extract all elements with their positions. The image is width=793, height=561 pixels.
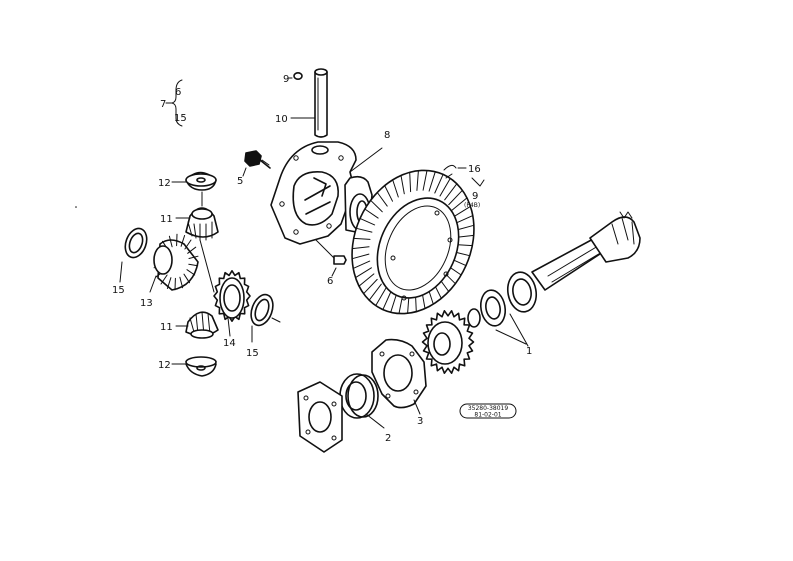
callout-8: 8 xyxy=(384,130,390,141)
callout-12-top: 12 xyxy=(158,178,171,189)
part-11-pinion-gear-bottom xyxy=(175,311,219,339)
bracket-group-7 xyxy=(165,79,183,127)
part-10-pinion-shaft xyxy=(290,68,328,138)
part-6-pin xyxy=(315,239,347,277)
callout-6-group: 6 xyxy=(175,87,181,98)
callout-labels: 9 10 8 5 6 7 6 15 12 11 15 13 11 14 15 1… xyxy=(112,74,532,444)
part-11-pinion-gear-top xyxy=(175,207,219,241)
callout-2: 2 xyxy=(385,433,391,444)
part-14-side-gear-right xyxy=(213,270,251,337)
drawing-number: 35280-38019 xyxy=(468,405,509,412)
bracket-group-16 xyxy=(443,164,485,187)
callout-1: 1 xyxy=(526,346,532,357)
callout-9: 9 xyxy=(283,74,289,85)
callout-13: 13 xyxy=(140,298,153,309)
part-1-bearings xyxy=(467,271,538,347)
drive-pinion-shaft xyxy=(531,211,641,291)
part-12-thrust-washer-top xyxy=(171,171,217,191)
part-12-thrust-washer-bottom xyxy=(171,356,217,377)
part-9-o-ring xyxy=(288,72,303,81)
callout-9-right: 9 xyxy=(472,191,478,202)
part-15-washer-right xyxy=(250,293,281,343)
callout-14: 14 xyxy=(223,338,236,349)
spur-gear xyxy=(421,310,475,374)
callout-6: 6 xyxy=(327,276,333,287)
drawing-date: 81-02-01 xyxy=(474,412,501,419)
part-5-bolt xyxy=(242,150,271,177)
drawing-number-stamp: 35280-38019 81-02-01 xyxy=(459,403,517,419)
callout-5: 5 xyxy=(237,176,243,187)
callout-11-top: 11 xyxy=(160,214,173,225)
callout-7: 7 xyxy=(160,99,166,110)
part-15-washer-left xyxy=(119,227,148,283)
bevel-ring-gear xyxy=(351,169,475,315)
part-8-differential-case xyxy=(270,141,383,245)
part-13-side-gear-left xyxy=(149,233,199,293)
assembly-axis-2 xyxy=(199,239,215,293)
callout-11-bottom: 11 xyxy=(160,322,173,333)
gasket-plate xyxy=(297,381,343,453)
part-3-bearing-retainer xyxy=(371,338,427,415)
scan-speck xyxy=(75,206,77,208)
callout-15-group: 15 xyxy=(174,113,187,124)
callout-16: 16 xyxy=(468,164,481,175)
callout-12-bottom: 12 xyxy=(158,360,171,371)
callout-15-left: 15 xyxy=(112,285,125,296)
callout-3: 3 xyxy=(417,416,423,427)
callout-10: 10 xyxy=(275,114,288,125)
callout-15-right: 15 xyxy=(246,348,259,359)
callout-p4b: (P4B) xyxy=(464,202,480,209)
